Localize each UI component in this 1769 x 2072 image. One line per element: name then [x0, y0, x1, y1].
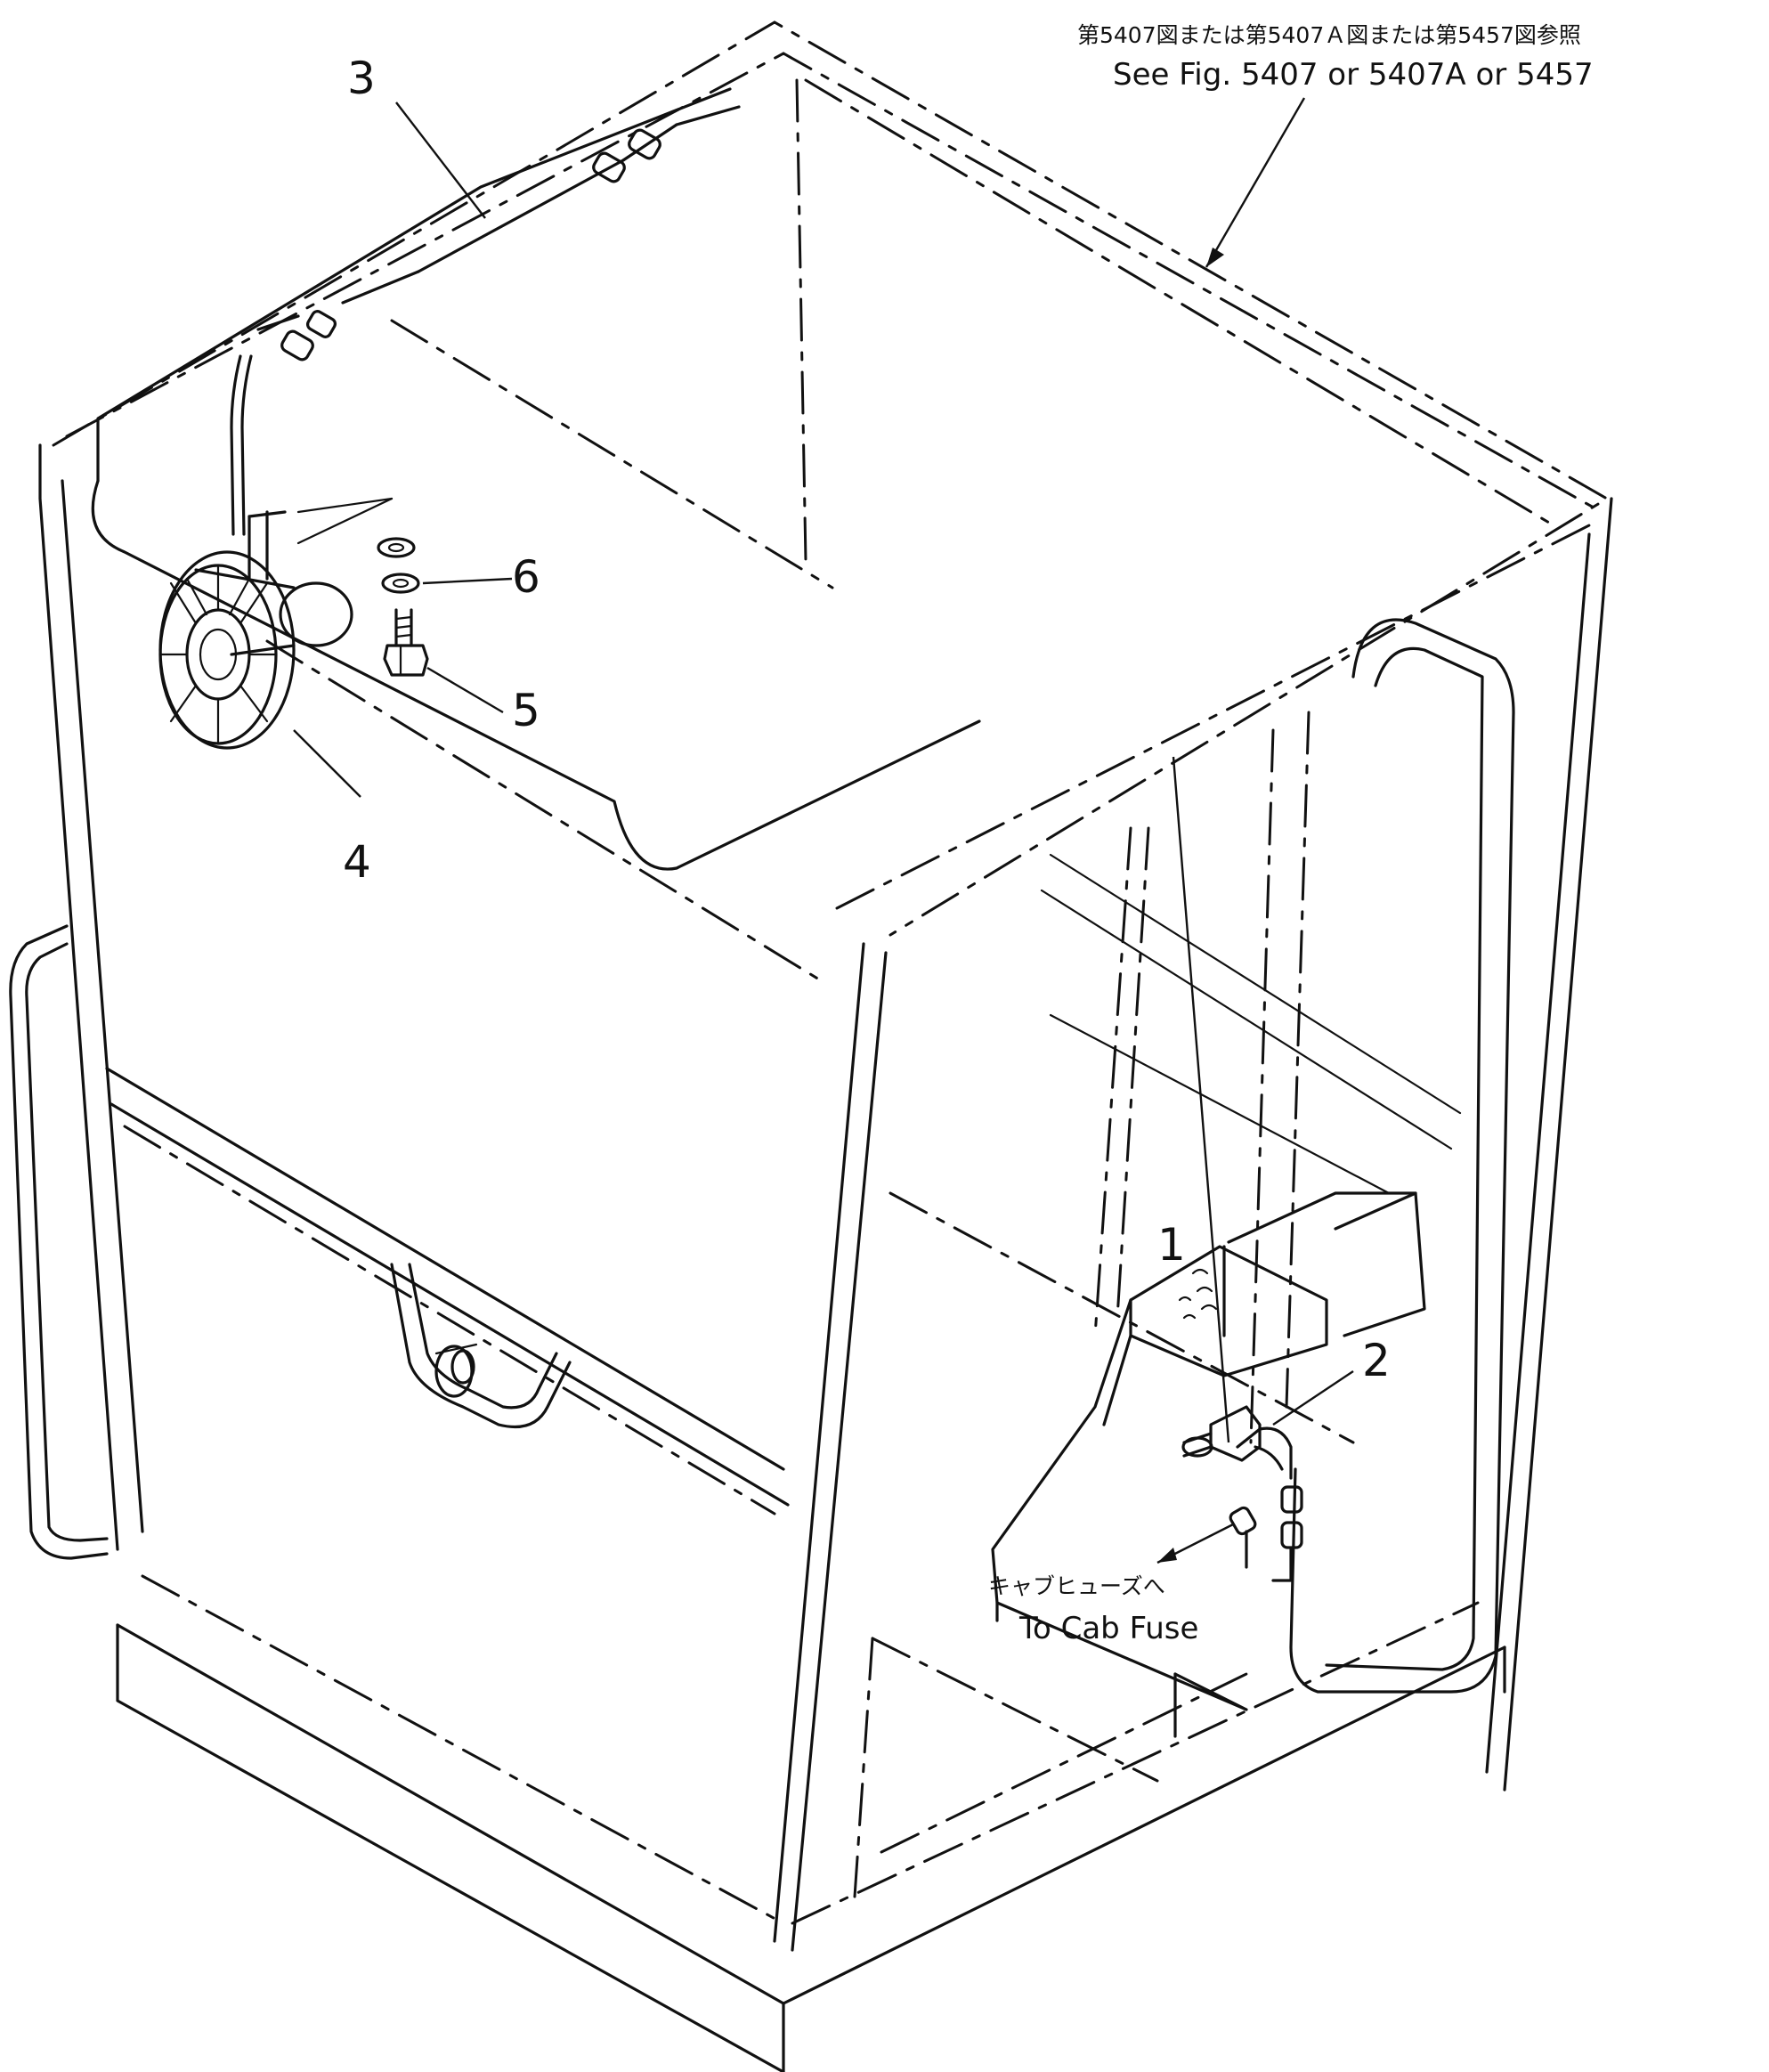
connector-a-icon: [280, 329, 314, 362]
left-handrail: [9, 924, 109, 1560]
fuse-note-jp: キャブヒューズへ: [988, 1573, 1165, 1599]
callout-6: 6: [512, 551, 540, 603]
connector-b-icon: [305, 310, 337, 338]
wire-harness: [230, 105, 741, 536]
lower-bracket: [390, 1263, 572, 1429]
callout-labels: 3 6 5 4 1 2: [343, 53, 1391, 1386]
bolt-icon: [383, 608, 429, 677]
fuse-arrow: [1156, 1523, 1234, 1564]
switch-housing: [991, 1191, 1426, 1738]
callout-3: 3: [347, 53, 376, 104]
switch-connector-icon: [1229, 1485, 1303, 1582]
roof-panel: [91, 78, 1591, 981]
callout-5: 5: [512, 685, 540, 736]
connector-d-icon: [628, 128, 661, 160]
reference-en: See Fig. 5407 or 5407A or 5457: [1113, 57, 1594, 93]
washer-icon: [377, 537, 420, 594]
callout-leaders: [293, 97, 1354, 1443]
fan-icon: [158, 497, 394, 750]
rear-window: [853, 618, 1515, 1898]
fuse-note-en: To Cab Fuse: [1018, 1611, 1198, 1646]
cab-frame: [38, 20, 1613, 2072]
callout-2: 2: [1362, 1335, 1391, 1386]
reference-note: 第5407図または第5407Ａ図または第5457図参照 See Fig. 540…: [1077, 22, 1594, 93]
connector-c-icon: [592, 151, 626, 183]
fuse-note: キャブヒューズへ To Cab Fuse: [988, 1573, 1198, 1646]
reference-jp: 第5407図または第5407Ａ図または第5457図参照: [1077, 22, 1581, 48]
switch-icon: [1181, 1405, 1293, 1480]
callout-4: 4: [343, 836, 371, 888]
callout-1: 1: [1157, 1219, 1186, 1271]
